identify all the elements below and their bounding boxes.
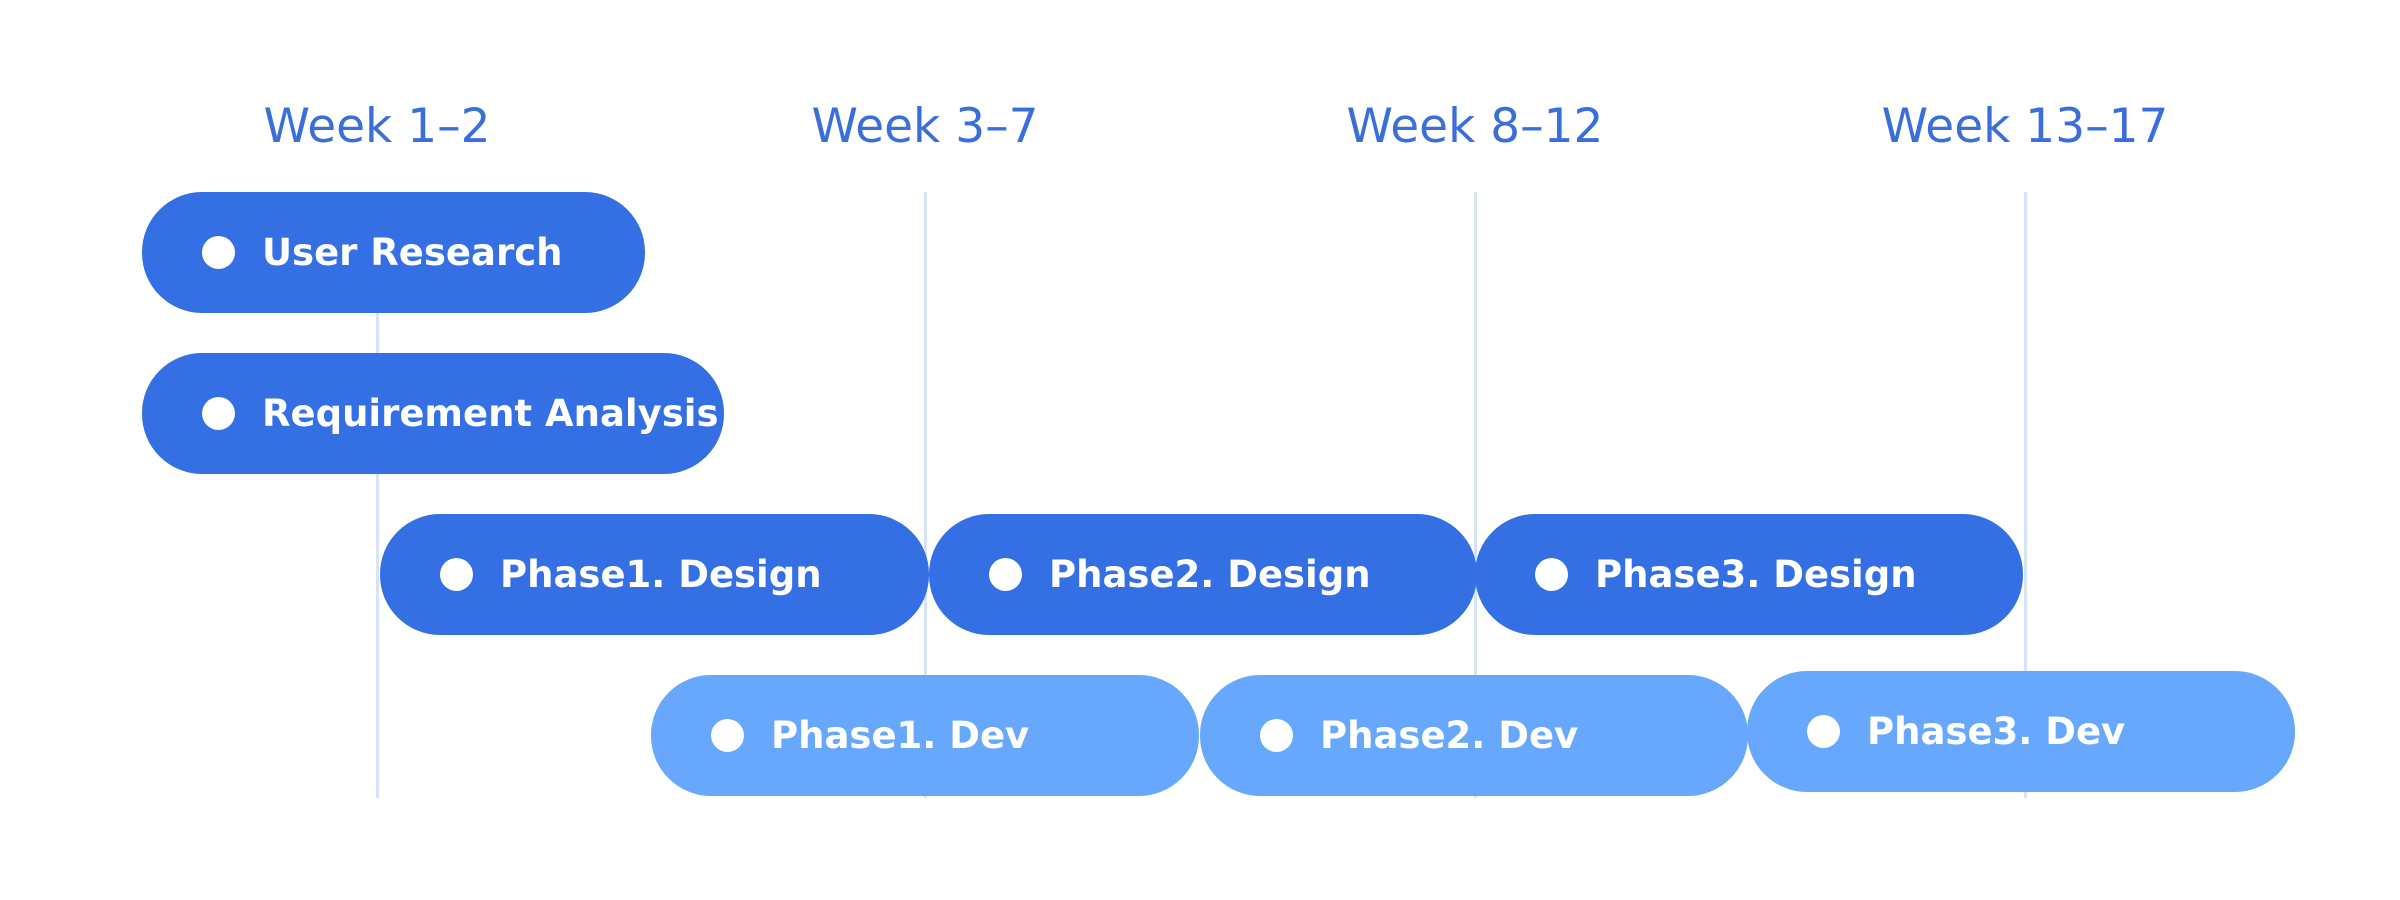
week-label-13-17: Week 13–17	[1881, 99, 2169, 154]
gridline-week-3-7	[924, 192, 927, 798]
task-label-phase3-design: Phase3. Design	[1595, 553, 1917, 596]
task-phase1-dev: Phase1. Dev	[651, 675, 1199, 796]
bullet-dot	[711, 719, 744, 752]
bullet-dot	[989, 558, 1022, 591]
task-label-user-research: User Research	[262, 231, 563, 274]
week-label-1-2: Week 1–2	[263, 99, 491, 154]
bullet-dot	[1260, 719, 1293, 752]
task-user-research: User Research	[142, 192, 645, 313]
bullet-dot	[440, 558, 473, 591]
bullet-dot	[1535, 558, 1568, 591]
gridline-week-1-2	[376, 192, 379, 798]
task-label-phase2-dev: Phase2. Dev	[1320, 714, 1579, 757]
bullet-dot	[202, 397, 235, 430]
task-phase2-dev: Phase2. Dev	[1200, 675, 1748, 796]
task-label-phase3-dev: Phase3. Dev	[1867, 710, 2126, 753]
week-label-3-7: Week 3–7	[811, 99, 1039, 154]
task-label-phase1-design: Phase1. Design	[500, 553, 822, 596]
bullet-dot	[1807, 715, 1840, 748]
task-phase3-design: Phase3. Design	[1475, 514, 2023, 635]
task-phase2-design: Phase2. Design	[929, 514, 1477, 635]
task-requirement-analysis: Requirement Analysis	[142, 353, 724, 474]
gridline-week-8-12	[1474, 192, 1477, 798]
task-label-phase1-dev: Phase1. Dev	[771, 714, 1030, 757]
task-phase3-dev: Phase3. Dev	[1747, 671, 2295, 792]
task-label-phase2-design: Phase2. Design	[1049, 553, 1371, 596]
gridline-week-13-17	[2024, 192, 2027, 798]
week-label-8-12: Week 8–12	[1346, 99, 1604, 154]
task-label-requirement-analysis: Requirement Analysis	[262, 392, 719, 435]
task-phase1-design: Phase1. Design	[380, 514, 929, 635]
bullet-dot	[202, 236, 235, 269]
